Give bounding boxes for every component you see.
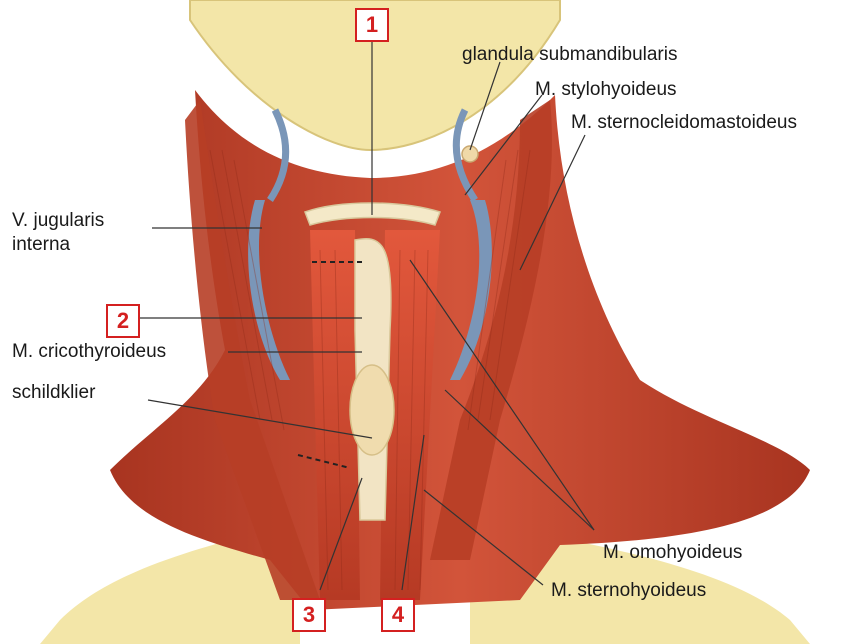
- marker-1: 1: [355, 8, 389, 42]
- jugular-vein-right: [450, 200, 492, 380]
- label-interna: interna: [12, 234, 71, 255]
- jugular-vein-left: [248, 200, 290, 380]
- scm-left: [185, 100, 320, 600]
- vein-branch-left: [267, 108, 290, 202]
- marker-3: 3: [292, 598, 326, 632]
- label-v-jugularis: V. jugularis: [12, 210, 105, 231]
- label-m-sternocleidomastoideus: M. sternocleidomastoideus: [571, 112, 797, 133]
- label-m-cricothyroideus: M. cricothyroideus: [12, 341, 167, 362]
- marker-4: 4: [381, 598, 415, 632]
- scm-right: [430, 100, 552, 560]
- submandibular-gland: [461, 145, 479, 163]
- neck-muscle-mass: [110, 90, 810, 610]
- label-m-omohyoideus: M. omohyoideus: [603, 542, 743, 563]
- thyroid-gland: [349, 364, 395, 456]
- label-glandula-submandibularis: glandula submandibularis: [462, 44, 678, 65]
- label-schildklier: schildklier: [12, 382, 96, 403]
- shoulder-skin: [40, 520, 300, 644]
- strap-left: [310, 230, 360, 600]
- label-m-sternohyoideus: M. sternohyoideus: [551, 580, 707, 601]
- label-m-stylohyoideus: M. stylohyoideus: [535, 79, 677, 100]
- marker-2: 2: [106, 304, 140, 338]
- strap-right: [380, 230, 440, 600]
